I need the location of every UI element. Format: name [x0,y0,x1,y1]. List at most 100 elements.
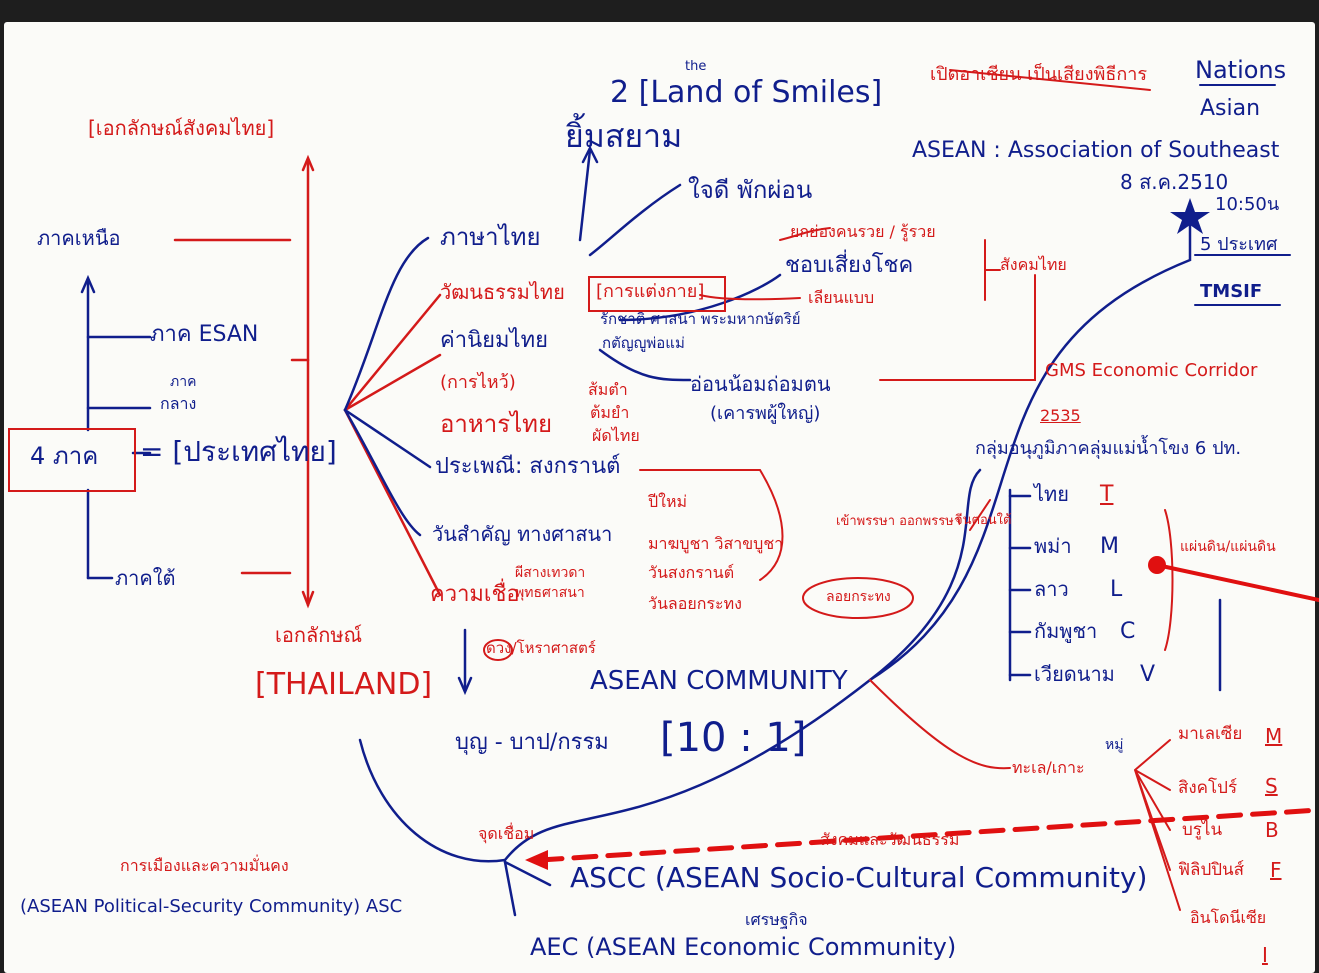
asean-community: ASEAN COMMUNITY [590,666,848,696]
socio-cultural-thai: สังคมและวัฒนธรรม [820,830,960,849]
country-brunei: บรูไน [1182,820,1223,840]
tradition-songkran: ประเพณี: สงกรานต์ [435,454,621,479]
mainland-label: แผ่นดิน/แผ่นดิน [1180,539,1276,555]
code-i: I [1262,943,1268,967]
code-s: S [1265,774,1278,798]
thai-society-identity: [เอกลักษณ์สังคมไทย] [88,116,275,140]
asean-opening: เปิดอาเซียน เป็นเสียงพิธีการ [930,64,1148,85]
thai-values: ค่านิยมไทย [440,328,548,353]
thai-society-label: สังคมไทย [1000,255,1067,274]
value-imitate: เลียนแบบ [808,288,875,307]
belief-spirits: ผีสางเทวดา [515,565,586,581]
beliefs: ความเชื่อ [430,582,520,607]
code-f: F [1270,858,1282,882]
four-regions-label: 4 ภาค [30,442,99,470]
food-som-tam: ส้มตำ [588,380,628,399]
region-esan: ภาค ESAN [150,322,259,347]
tmsif-label: TMSIF [1200,281,1263,302]
code-m-island: M [1265,724,1283,748]
ascc-label: ASCC (ASEAN Socio-Cultural Community) [570,861,1148,894]
region-south: ภาคใต้ [115,566,176,590]
central-blue-branches [343,145,1222,917]
country-laos: ลาว [1034,577,1069,601]
gms-year: 2535 [1040,406,1081,425]
star-marker [1170,198,1210,234]
aec-label: AEC (ASEAN Economic Community) [530,933,957,961]
central-red-links [483,69,1181,911]
country-vietnam: เวียดนาม [1034,662,1115,686]
belief-astrology: ดวง/โหราศาสตร์ [486,639,596,657]
holiday-lent: เข้าพรรษา ออกพรรษา [836,514,962,529]
five-countries: 5 ประเทศ [1200,234,1278,255]
code-c: C [1120,619,1136,644]
country-cambodia: กัมพูชา [1034,619,1098,643]
code-m: M [1100,534,1119,559]
identity-label: เอกลักษณ์ [275,623,363,647]
asean-time: 10:50น [1215,194,1280,215]
asean-full-name: ASEAN : Association of Southeast [912,138,1280,163]
food-tom-yum: ต้มยำ [590,403,630,422]
dress-box [588,276,726,312]
thai-language: ภาษาไทย [440,223,541,251]
value-gratitude: กตัญญูพ่อแม่ [602,334,685,352]
code-l: L [1110,577,1123,602]
holiday-loy-krathong-circle: ลอยกระทง [826,589,891,605]
nations-label: Nations [1195,56,1287,84]
wai-label: (การไหว้) [440,372,516,393]
four-regions-box [8,428,136,492]
code-b: B [1265,818,1279,842]
region-north: ภาคเหนือ [37,226,121,250]
code-v: V [1140,662,1156,687]
asean-date: 8 ส.ค.2510 [1120,170,1229,194]
value-respect-elders: (เคารพผู้ใหญ่) [710,403,821,424]
paper-sheet [4,22,1315,973]
underlines [1194,84,1291,306]
left-blue-lines [80,274,152,580]
siam-smile: ยิ้มสยาม [565,117,683,155]
dress-label: [การแต่งกาย] [596,281,705,302]
belief-buddhism: พุทธศาสนา [515,585,585,601]
southern-china: จีนตอนใต้ [955,513,1012,528]
thailand-label: [THAILAND] [255,667,433,702]
region-central-b: กลาง [160,394,197,413]
archipelago-label: หมู่ [1105,737,1124,753]
the-label: the [685,59,707,74]
religious-holidays: วันสำคัญ ทางศาสนา [432,522,613,546]
country-thailand: ไทย [1034,482,1069,506]
value-nation-religion-king: รักชาติ ศาสนา พระมหากษัตริย์ [600,310,801,328]
holiday-makha-visakha: มาฆบูชา วิสาขบูชา [648,534,784,553]
holiday-loy-krathong: วันลอยกระทง [648,594,742,613]
holiday-songkran: วันสงกรานต์ [648,563,735,582]
value-admire-wealth: ยกย่องคนรวย / รู้รวย [790,222,936,241]
food-pad-thai: ผัดไทย [592,426,640,445]
gms-corridor: GMS Economic Corridor [1045,360,1258,381]
code-t: T [1100,482,1114,507]
country-philippines: ฟิลิปปินส์ [1178,860,1245,880]
merit-sin-karma: บุญ - บาป/กรรม [455,730,609,755]
country-malaysia: มาเลเซีย [1178,724,1243,744]
friendly-label: ใจดี พักผ่อน [688,176,813,204]
country-singapore: สิงคโปร์ [1178,778,1238,798]
thai-food: อาหารไทย [440,410,553,438]
connection-point: จุดเชื่อม [478,824,535,843]
highlight-arrows [525,556,1319,870]
country-myanmar: พม่า [1034,534,1072,558]
thai-culture: วัฒนธรรมไทย [440,280,565,304]
country-indonesia: อินโดนีเซีย [1190,908,1267,927]
value-humility: อ่อนน้อมถ่อมตน [690,372,831,396]
ratio-label: [10 : 1] [660,715,807,761]
apsc-label: (ASEAN Political-Security Community) ASC [20,896,403,917]
politics-security-thai: การเมืองและความมั่นคง [120,856,289,875]
left-region-lines [173,154,442,609]
land-of-smiles: 2 [Land of Smiles] [610,75,883,110]
mekong-subregion: กลุ่มอนุภูมิภาคลุ่มแม่น้ำโขง 6 ปท. [975,438,1242,459]
region-central-a: ภาค [170,374,197,390]
holiday-new-year: ปีใหม่ [648,492,688,511]
country-thailand-thai: = [ประเทศไทย] [140,435,337,468]
value-gambling: ชอบเสี่ยงโชค [785,253,914,278]
islands-label: ทะเล/เกาะ [1012,758,1085,777]
asian-label: Asian [1200,96,1261,121]
economic-thai: เศรษฐกิจ [745,910,808,929]
